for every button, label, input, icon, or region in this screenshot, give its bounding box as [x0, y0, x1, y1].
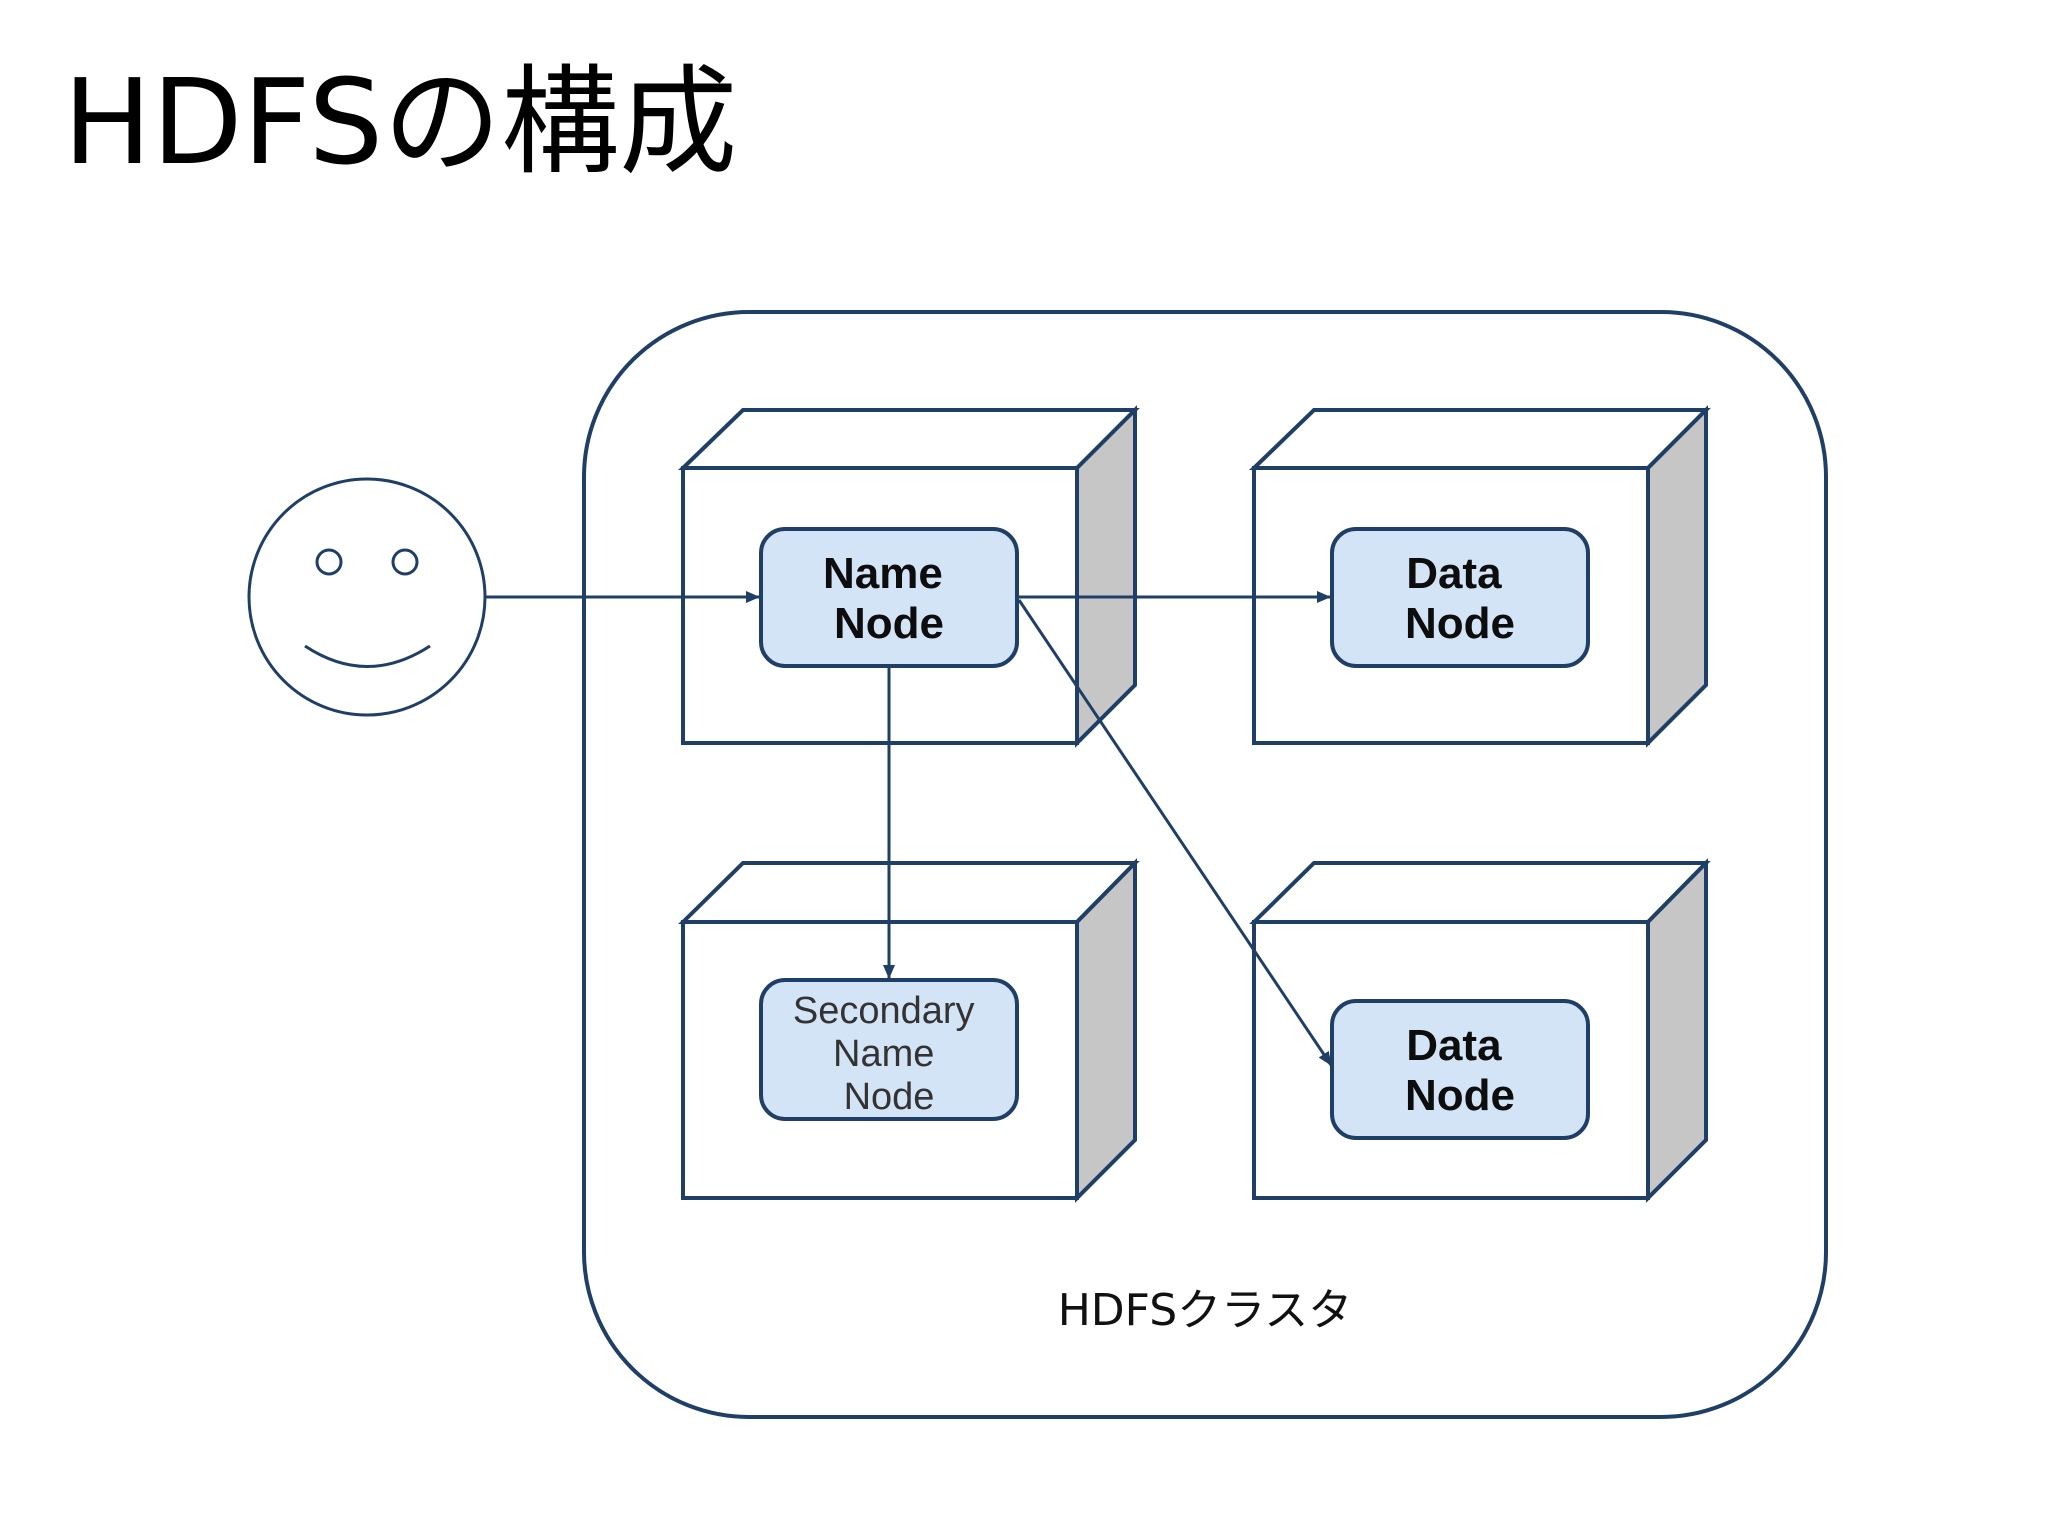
secondary-name-node-label: Secondary Name Node: [793, 990, 985, 1118]
data-node-1-box: [1330, 527, 1590, 668]
data-node-1-label-line-1: Data: [1406, 549, 1502, 598]
name-node-label-line-2: Node: [834, 599, 944, 648]
arrow-name-node-to-data-node-2: [1017, 599, 1333, 1066]
smiley-face-icon: [247, 477, 487, 717]
name-node-label: Name Node: [823, 549, 955, 648]
data-node-2-label-line-2: Node: [1405, 1071, 1515, 1120]
secondary-name-node-label-line-3: Node: [844, 1076, 935, 1118]
data-node-1-label-line-2: Node: [1405, 599, 1515, 648]
slide-title: HDFSの構成: [63, 53, 738, 191]
secondary-name-node-box: [759, 978, 1019, 1121]
data-node-2-box: [1330, 999, 1590, 1140]
secondary-name-node-label-line-1: Secondary: [793, 990, 975, 1032]
data-node-2-label: Data Node: [1405, 1021, 1515, 1120]
data-node-2-label-line-1: Data: [1406, 1021, 1502, 1070]
cluster-label: HDFSクラスタ: [1058, 1285, 1353, 1336]
name-node-label-line-1: Name: [823, 549, 943, 598]
data-node-1-label: Data Node: [1405, 549, 1515, 648]
secondary-name-node-label-line-2: Name: [833, 1033, 934, 1075]
